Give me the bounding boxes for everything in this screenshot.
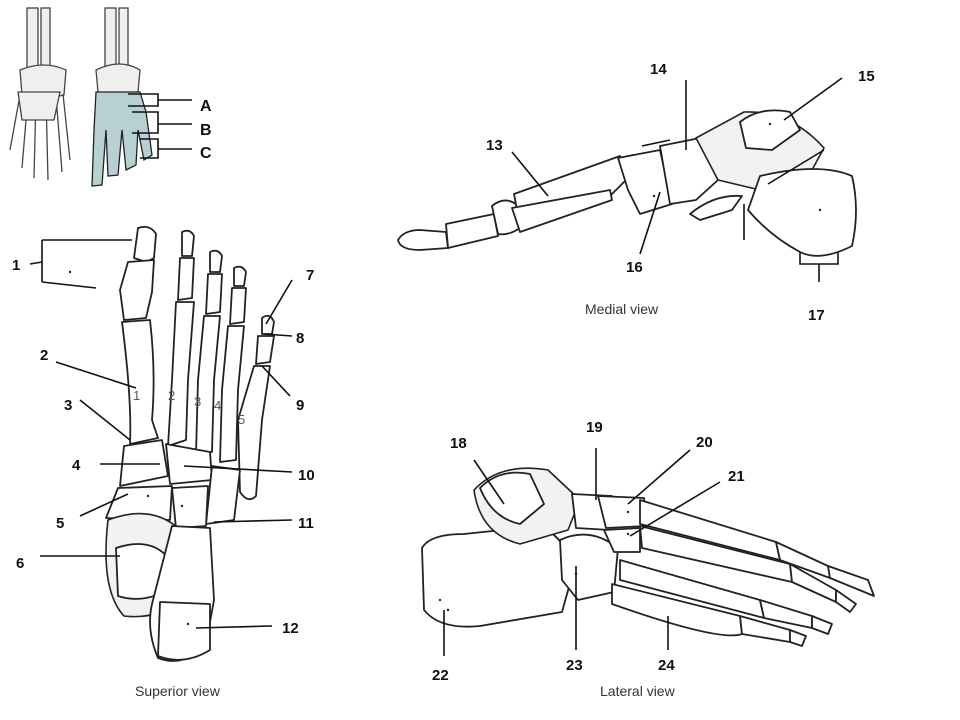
superior-view-leaders	[29, 239, 293, 629]
medial-view-leaders	[511, 77, 843, 282]
thumbnail-legs: A B C	[9, 7, 212, 187]
label-17: 17	[808, 307, 825, 324]
metatarsal-number-3: 3	[194, 394, 201, 409]
superior-view-foot: 1 2 3 4 5	[68, 225, 275, 662]
caption-superior-view: Superior view	[135, 683, 221, 699]
label-3: 3	[64, 397, 72, 414]
label-2: 2	[40, 347, 48, 364]
label-1: 1	[12, 257, 20, 274]
metatarsal-number-2: 2	[168, 388, 175, 403]
medial-view-foot	[397, 109, 857, 257]
label-11: 11	[298, 515, 314, 532]
label-7: 7	[306, 267, 314, 284]
label-22: 22	[432, 667, 449, 684]
metatarsal-number-5: 5	[238, 412, 245, 427]
label-16: 16	[626, 259, 643, 276]
caption-lateral-view: Lateral view	[600, 683, 676, 699]
label-10: 10	[298, 467, 315, 484]
label-20: 20	[696, 434, 713, 451]
label-B: B	[200, 122, 212, 139]
caption-medial-view: Medial view	[585, 301, 659, 317]
label-6: 6	[16, 555, 24, 572]
structure-labels: 1 2 3 4 5 6 7 8 9 10 11 12 13 14 15 16 1…	[12, 61, 875, 684]
label-19: 19	[586, 419, 603, 436]
label-8: 8	[296, 330, 304, 347]
metatarsal-number-1: 1	[133, 388, 140, 403]
label-15: 15	[858, 68, 875, 85]
lateral-view-foot	[421, 467, 875, 647]
label-13: 13	[486, 137, 503, 154]
label-18: 18	[450, 435, 467, 452]
label-24: 24	[658, 657, 675, 674]
label-5: 5	[56, 515, 64, 532]
label-9: 9	[296, 397, 304, 414]
label-14: 14	[650, 61, 667, 78]
label-A: A	[200, 98, 212, 115]
label-C: C	[200, 145, 212, 162]
metatarsal-number-4: 4	[214, 398, 221, 413]
label-12: 12	[282, 620, 299, 637]
label-23: 23	[566, 657, 583, 674]
label-4: 4	[72, 457, 81, 474]
lateral-view-leaders	[443, 448, 721, 656]
label-21: 21	[728, 468, 745, 485]
